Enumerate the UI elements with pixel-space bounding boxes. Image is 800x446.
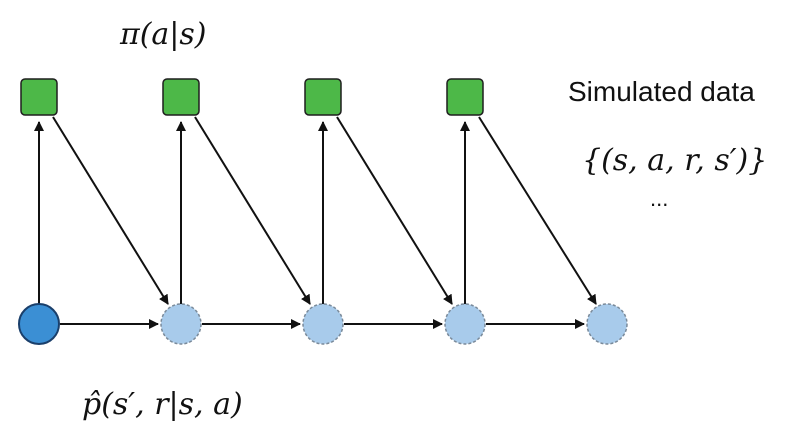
simulated-state-node <box>586 303 628 345</box>
simulated-data-title: Simulated data <box>568 76 755 107</box>
edge-action1-state1 <box>52 116 169 305</box>
simulated-state-node <box>444 303 486 345</box>
action-node <box>446 78 484 116</box>
edge-action2-state2 <box>194 116 311 305</box>
action-nodes <box>20 78 484 116</box>
simulated-state-node <box>302 303 344 345</box>
simulated-data-ellipsis: ... <box>650 186 668 211</box>
edge-action3-state3 <box>336 116 453 305</box>
edge-action4-state4 <box>478 116 597 305</box>
action-node <box>162 78 200 116</box>
model-label: p̂(s′, r|s, a) <box>82 387 243 422</box>
simulated-data-set: {(s, a, r, s′)} <box>582 143 767 178</box>
model-action-edges <box>52 116 597 305</box>
policy-label: π(a|s) <box>119 17 207 52</box>
action-node <box>20 78 58 116</box>
simulated-state-node <box>160 303 202 345</box>
state-nodes <box>18 303 628 345</box>
policy-edges <box>34 121 470 305</box>
action-node <box>304 78 342 116</box>
real-state-node <box>18 303 60 345</box>
